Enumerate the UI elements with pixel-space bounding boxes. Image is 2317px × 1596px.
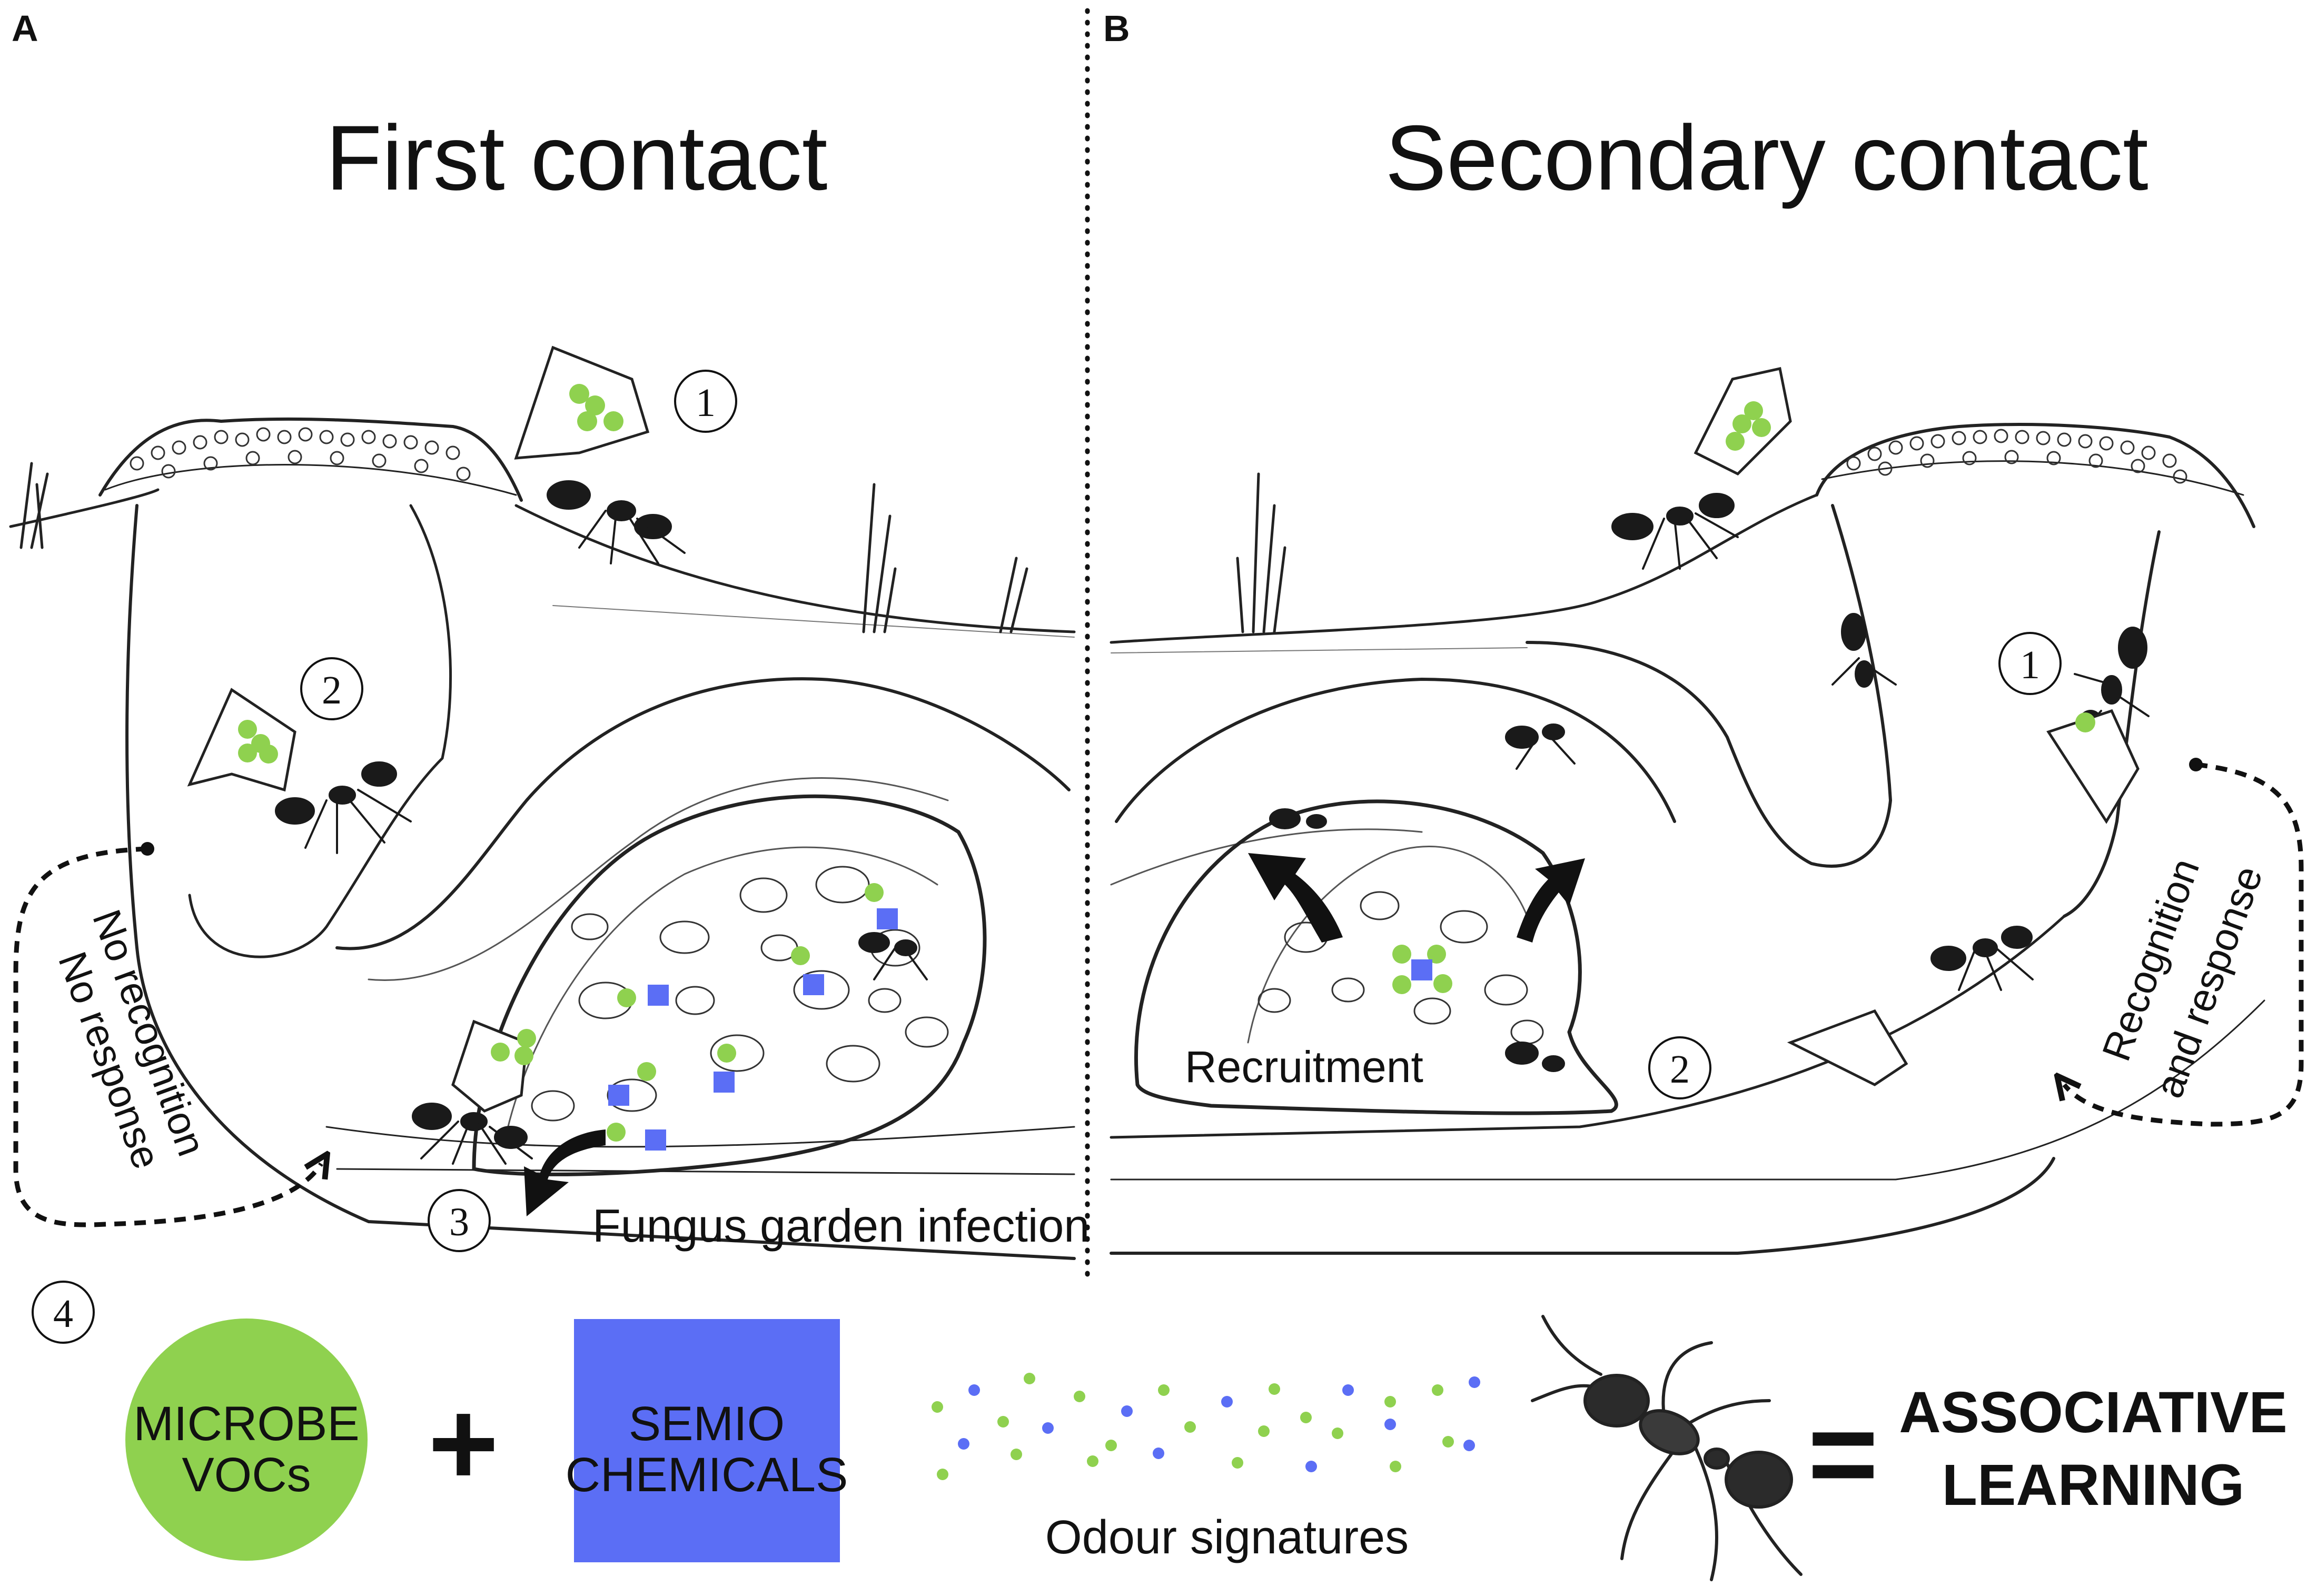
panel-a-ants: [275, 480, 928, 1165]
odour-signatures-label: Odour signatures: [1045, 1511, 1409, 1564]
step-a3: 3: [428, 1189, 491, 1252]
panel-a-semiochemical-markers: [608, 908, 898, 1151]
ant-a1: [547, 480, 686, 564]
svg-text:3: 3: [449, 1200, 469, 1244]
panel-a-microbe-markers: [238, 384, 884, 1142]
fungus-infection-arrow: [524, 1129, 606, 1216]
step-legend: 4: [32, 1281, 95, 1344]
panel-b-microbe-markers: [1392, 401, 2095, 994]
ant-b-surface: [1611, 493, 1739, 570]
svg-text:2: 2: [1670, 1047, 1690, 1092]
panel-a-nest-drawing: [9, 417, 1076, 1260]
svg-text:VOCs: VOCs: [182, 1448, 311, 1502]
ant-icon: [1531, 1315, 1803, 1581]
svg-text:1: 1: [696, 381, 716, 425]
panel-a-title: First contact: [325, 107, 827, 210]
odour-signature-dots: [932, 1373, 1480, 1480]
semiochemicals-square: SEMIO CHEMICALS: [566, 1319, 848, 1562]
step-b2: 2: [1648, 1036, 1711, 1099]
panel-b-title: Secondary contact: [1385, 107, 2148, 210]
svg-text:1: 1: [2020, 643, 2040, 687]
ant-a4: [858, 932, 928, 980]
feedback-path-a: [13, 846, 321, 1227]
ant-a3: [412, 1103, 533, 1165]
svg-text:MICROBE: MICROBE: [133, 1397, 359, 1451]
learning-label: LEARNING: [1942, 1453, 2244, 1518]
panel-b-leaves: [1694, 367, 2140, 1086]
ant-b-tunnel: [1505, 723, 1576, 770]
panel-a-mound-gravel: [130, 427, 471, 481]
step-b1: 1: [1998, 632, 2062, 695]
step-a2: 2: [300, 657, 363, 720]
ant-a2: [275, 761, 412, 854]
fungus-infection-label: Fungus garden infection: [592, 1200, 1090, 1252]
recruitment-arrow-right: [1517, 858, 1585, 943]
panel-letter-b: B: [1103, 8, 1130, 49]
recruitment-arrow-left: [1248, 853, 1343, 943]
plus-sign: +: [428, 1375, 499, 1511]
recruitment-label: Recruitment: [1185, 1042, 1423, 1092]
panel-b-nest-drawing: [1110, 423, 2265, 1255]
associative-label: ASSOCIATIVE: [1899, 1380, 2288, 1445]
microbe-vocs-circle: MICROBE VOCs: [125, 1319, 368, 1561]
ant-b-lower: [1930, 926, 2034, 991]
equals-sign: =: [1808, 1386, 1878, 1521]
svg-text:4: 4: [53, 1292, 73, 1336]
panel-b-semiochemical-markers: [1411, 959, 1432, 980]
panel-b-mound-gravel: [1846, 429, 2187, 484]
step-a1: 1: [674, 370, 737, 433]
ant-b-chamber: [1269, 808, 1565, 1072]
feedback-path-b: [2064, 762, 2304, 1127]
ant-b-shaft: [1831, 613, 1897, 688]
svg-text:2: 2: [322, 668, 342, 712]
panel-letter-a: A: [12, 8, 38, 49]
svg-text:CHEMICALS: CHEMICALS: [566, 1448, 848, 1502]
panel-b-fungus-texture: [1257, 891, 1544, 1045]
svg-text:SEMIO: SEMIO: [629, 1397, 785, 1451]
panel-a-fungus-texture: [531, 866, 949, 1122]
